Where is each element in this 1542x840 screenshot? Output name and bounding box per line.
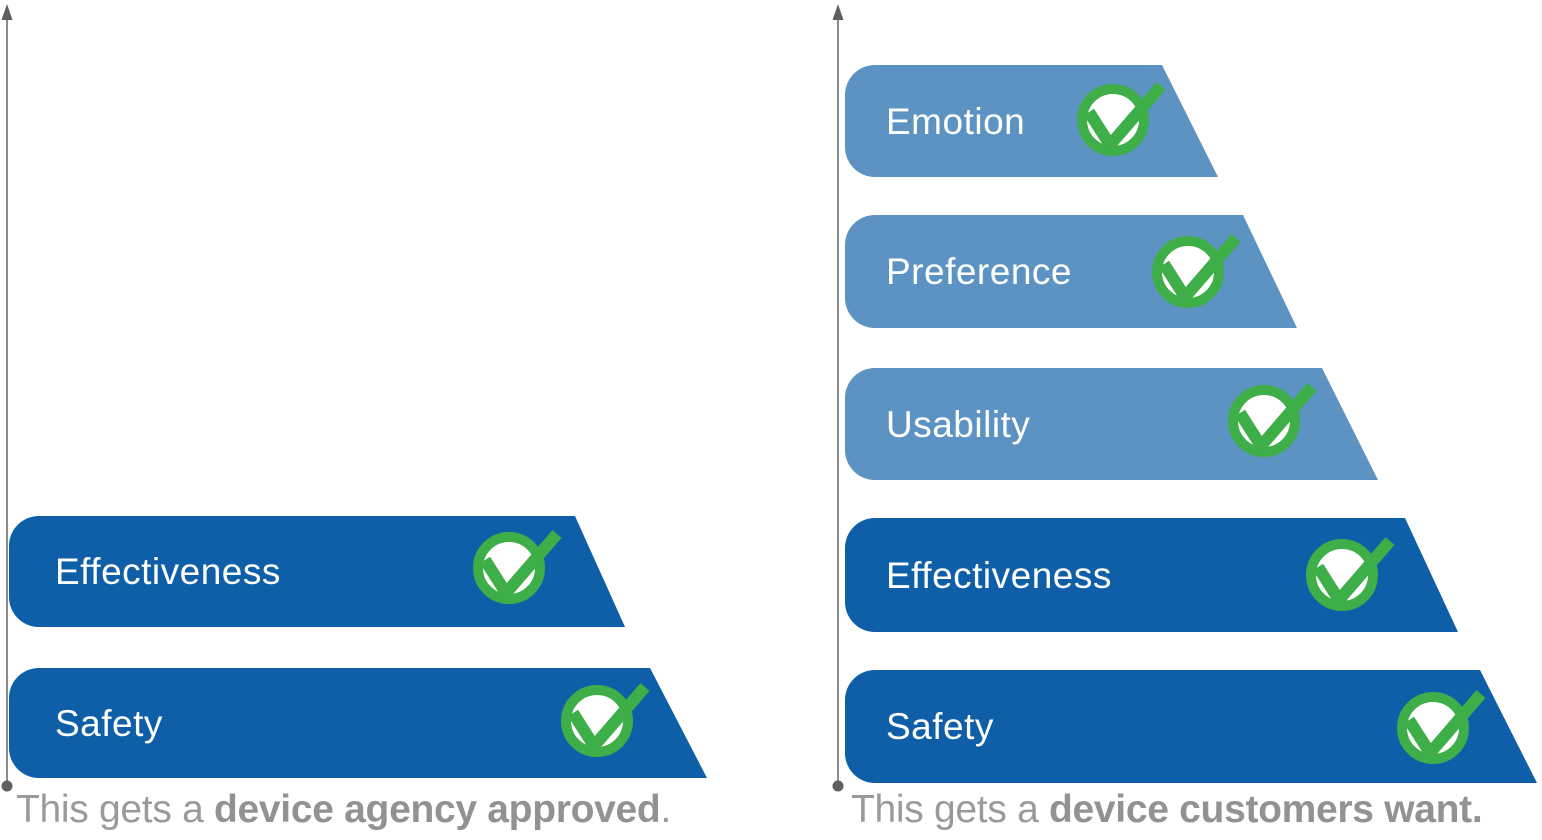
bar-left-safety bbox=[9, 668, 707, 778]
right-axis-arrow-up-icon bbox=[832, 4, 844, 20]
bar-right-emotion-label: Emotion bbox=[886, 101, 1025, 142]
bar-right-safety bbox=[845, 670, 1537, 783]
bar-right-safety-label: Safety bbox=[886, 706, 994, 747]
right-caption: This gets a device customers want. bbox=[851, 787, 1483, 833]
left-caption-period: . bbox=[660, 788, 671, 831]
bar-right-preference-label: Preference bbox=[886, 251, 1072, 292]
bar-left-safety-label: Safety bbox=[55, 703, 163, 744]
bar-right-usability-label: Usability bbox=[886, 404, 1030, 445]
bar-left-effectiveness bbox=[9, 516, 625, 627]
right-diagram: Emotion Preference Usability Effectivene… bbox=[832, 4, 1537, 792]
left-diagram: Effectiveness Safety bbox=[1, 4, 707, 792]
left-caption-bold: device agency approved bbox=[214, 788, 661, 831]
right-caption-regular: This gets a bbox=[851, 788, 1049, 831]
bar-right-effectiveness bbox=[845, 518, 1458, 632]
bar-left-effectiveness-label: Effectiveness bbox=[55, 551, 281, 592]
right-caption-bold: device customers want. bbox=[1049, 788, 1483, 831]
left-axis-arrow-up-icon bbox=[1, 4, 13, 20]
left-caption-regular: This gets a bbox=[16, 788, 214, 831]
right-axis-origin-dot bbox=[832, 780, 844, 792]
left-axis-origin-dot bbox=[1, 780, 13, 792]
left-caption: This gets a device agency approved. bbox=[16, 787, 671, 833]
bar-right-effectiveness-label: Effectiveness bbox=[886, 555, 1112, 596]
